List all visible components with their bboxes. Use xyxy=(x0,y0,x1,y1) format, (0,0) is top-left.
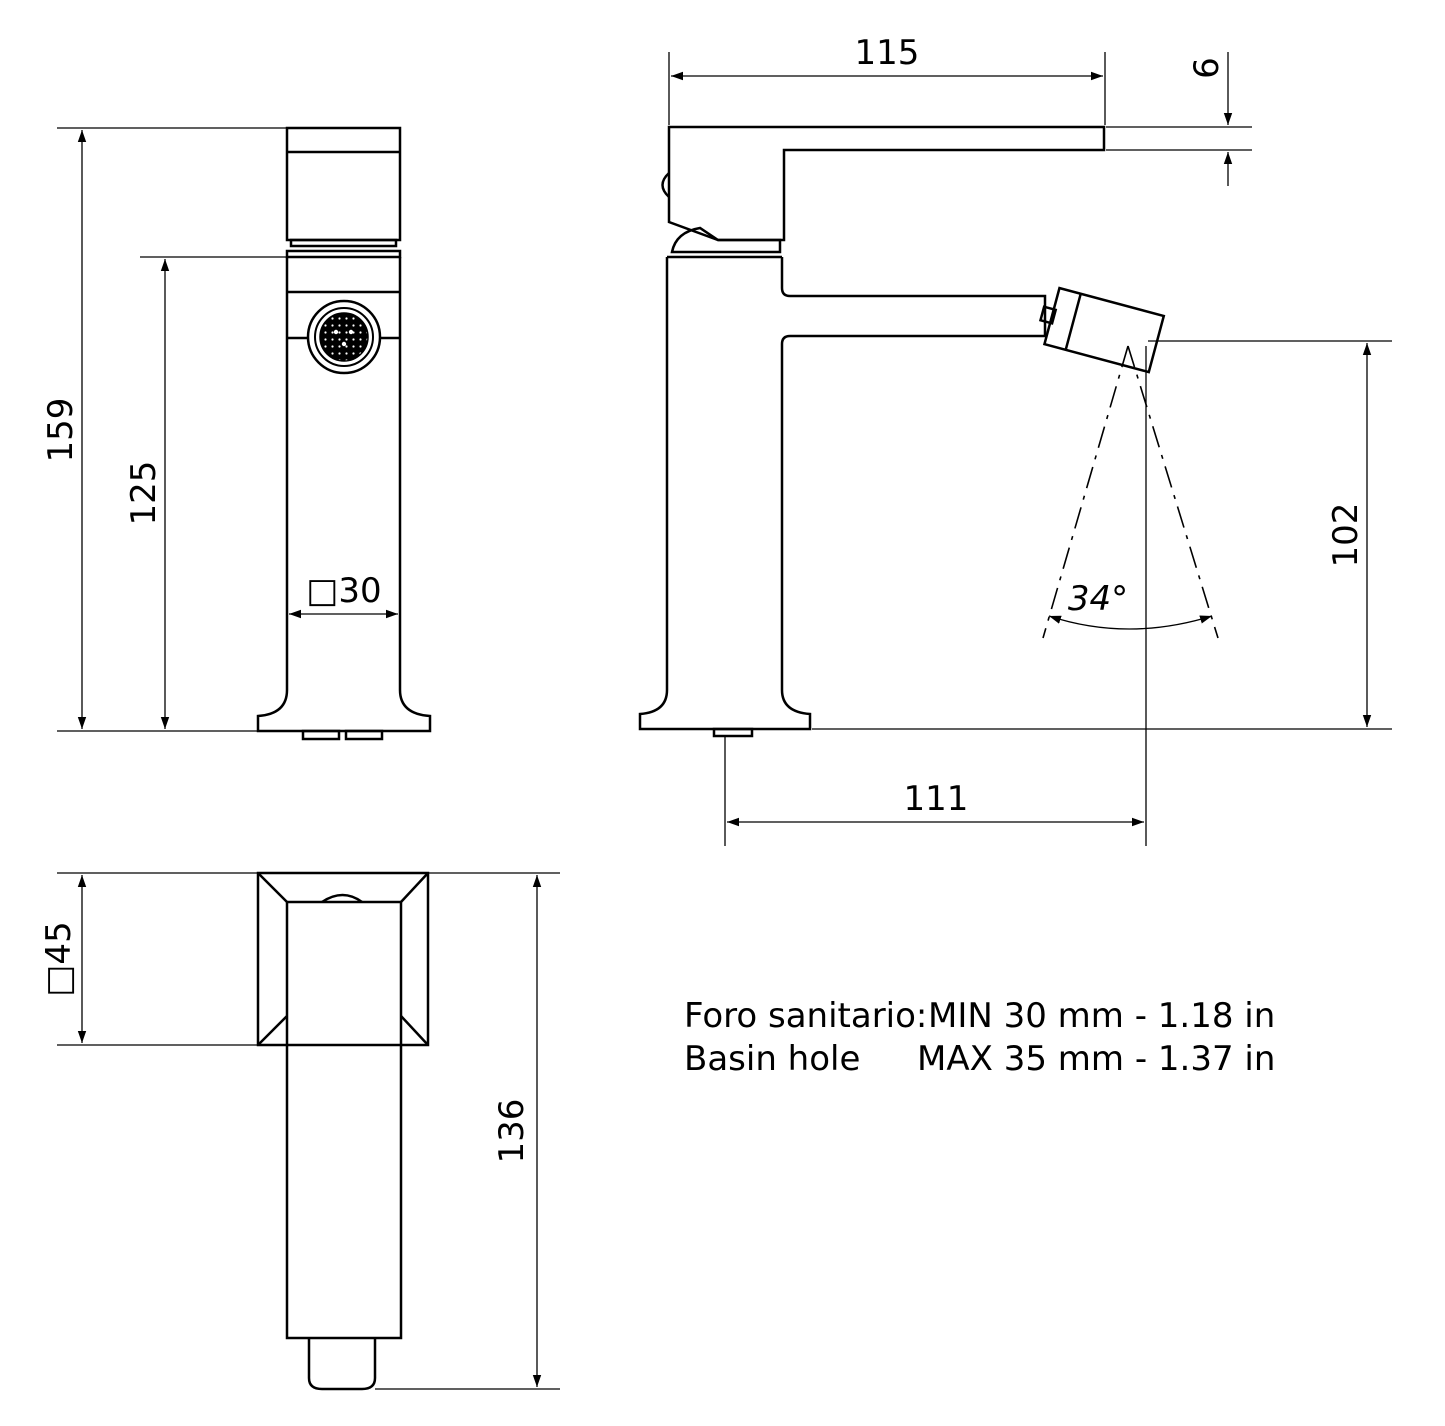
note-line1-value: MIN 30 mm - 1.18 in xyxy=(928,996,1275,1036)
dim-159: 159 xyxy=(41,398,81,463)
basin-hole-note: Foro sanitario: MIN 30 mm - 1.18 in Basi… xyxy=(684,996,1275,1079)
nozzle xyxy=(1038,286,1166,374)
dim-111: 111 xyxy=(904,779,969,819)
dim-102: 102 xyxy=(1326,503,1366,568)
front-view: 159 125 □30 xyxy=(41,126,432,741)
dim-30: □30 xyxy=(306,571,381,611)
note-line1-label: Foro sanitario: xyxy=(684,996,927,1036)
dim-125: 125 xyxy=(124,461,164,526)
side-view: 34° 115 6 102 111 xyxy=(638,33,1392,846)
aerator-icon xyxy=(306,299,382,375)
dim-115: 115 xyxy=(855,33,920,73)
dim-45: □45 xyxy=(39,921,79,996)
dim-6: 6 xyxy=(1187,57,1227,79)
note-line2-label: Basin hole xyxy=(684,1039,860,1079)
note-line2-value: MAX 35 mm - 1.37 in xyxy=(917,1039,1275,1079)
dim-34-angle: 34° xyxy=(1068,579,1128,619)
dim-136: 136 xyxy=(492,1099,532,1164)
top-view: □45 136 xyxy=(39,871,560,1391)
